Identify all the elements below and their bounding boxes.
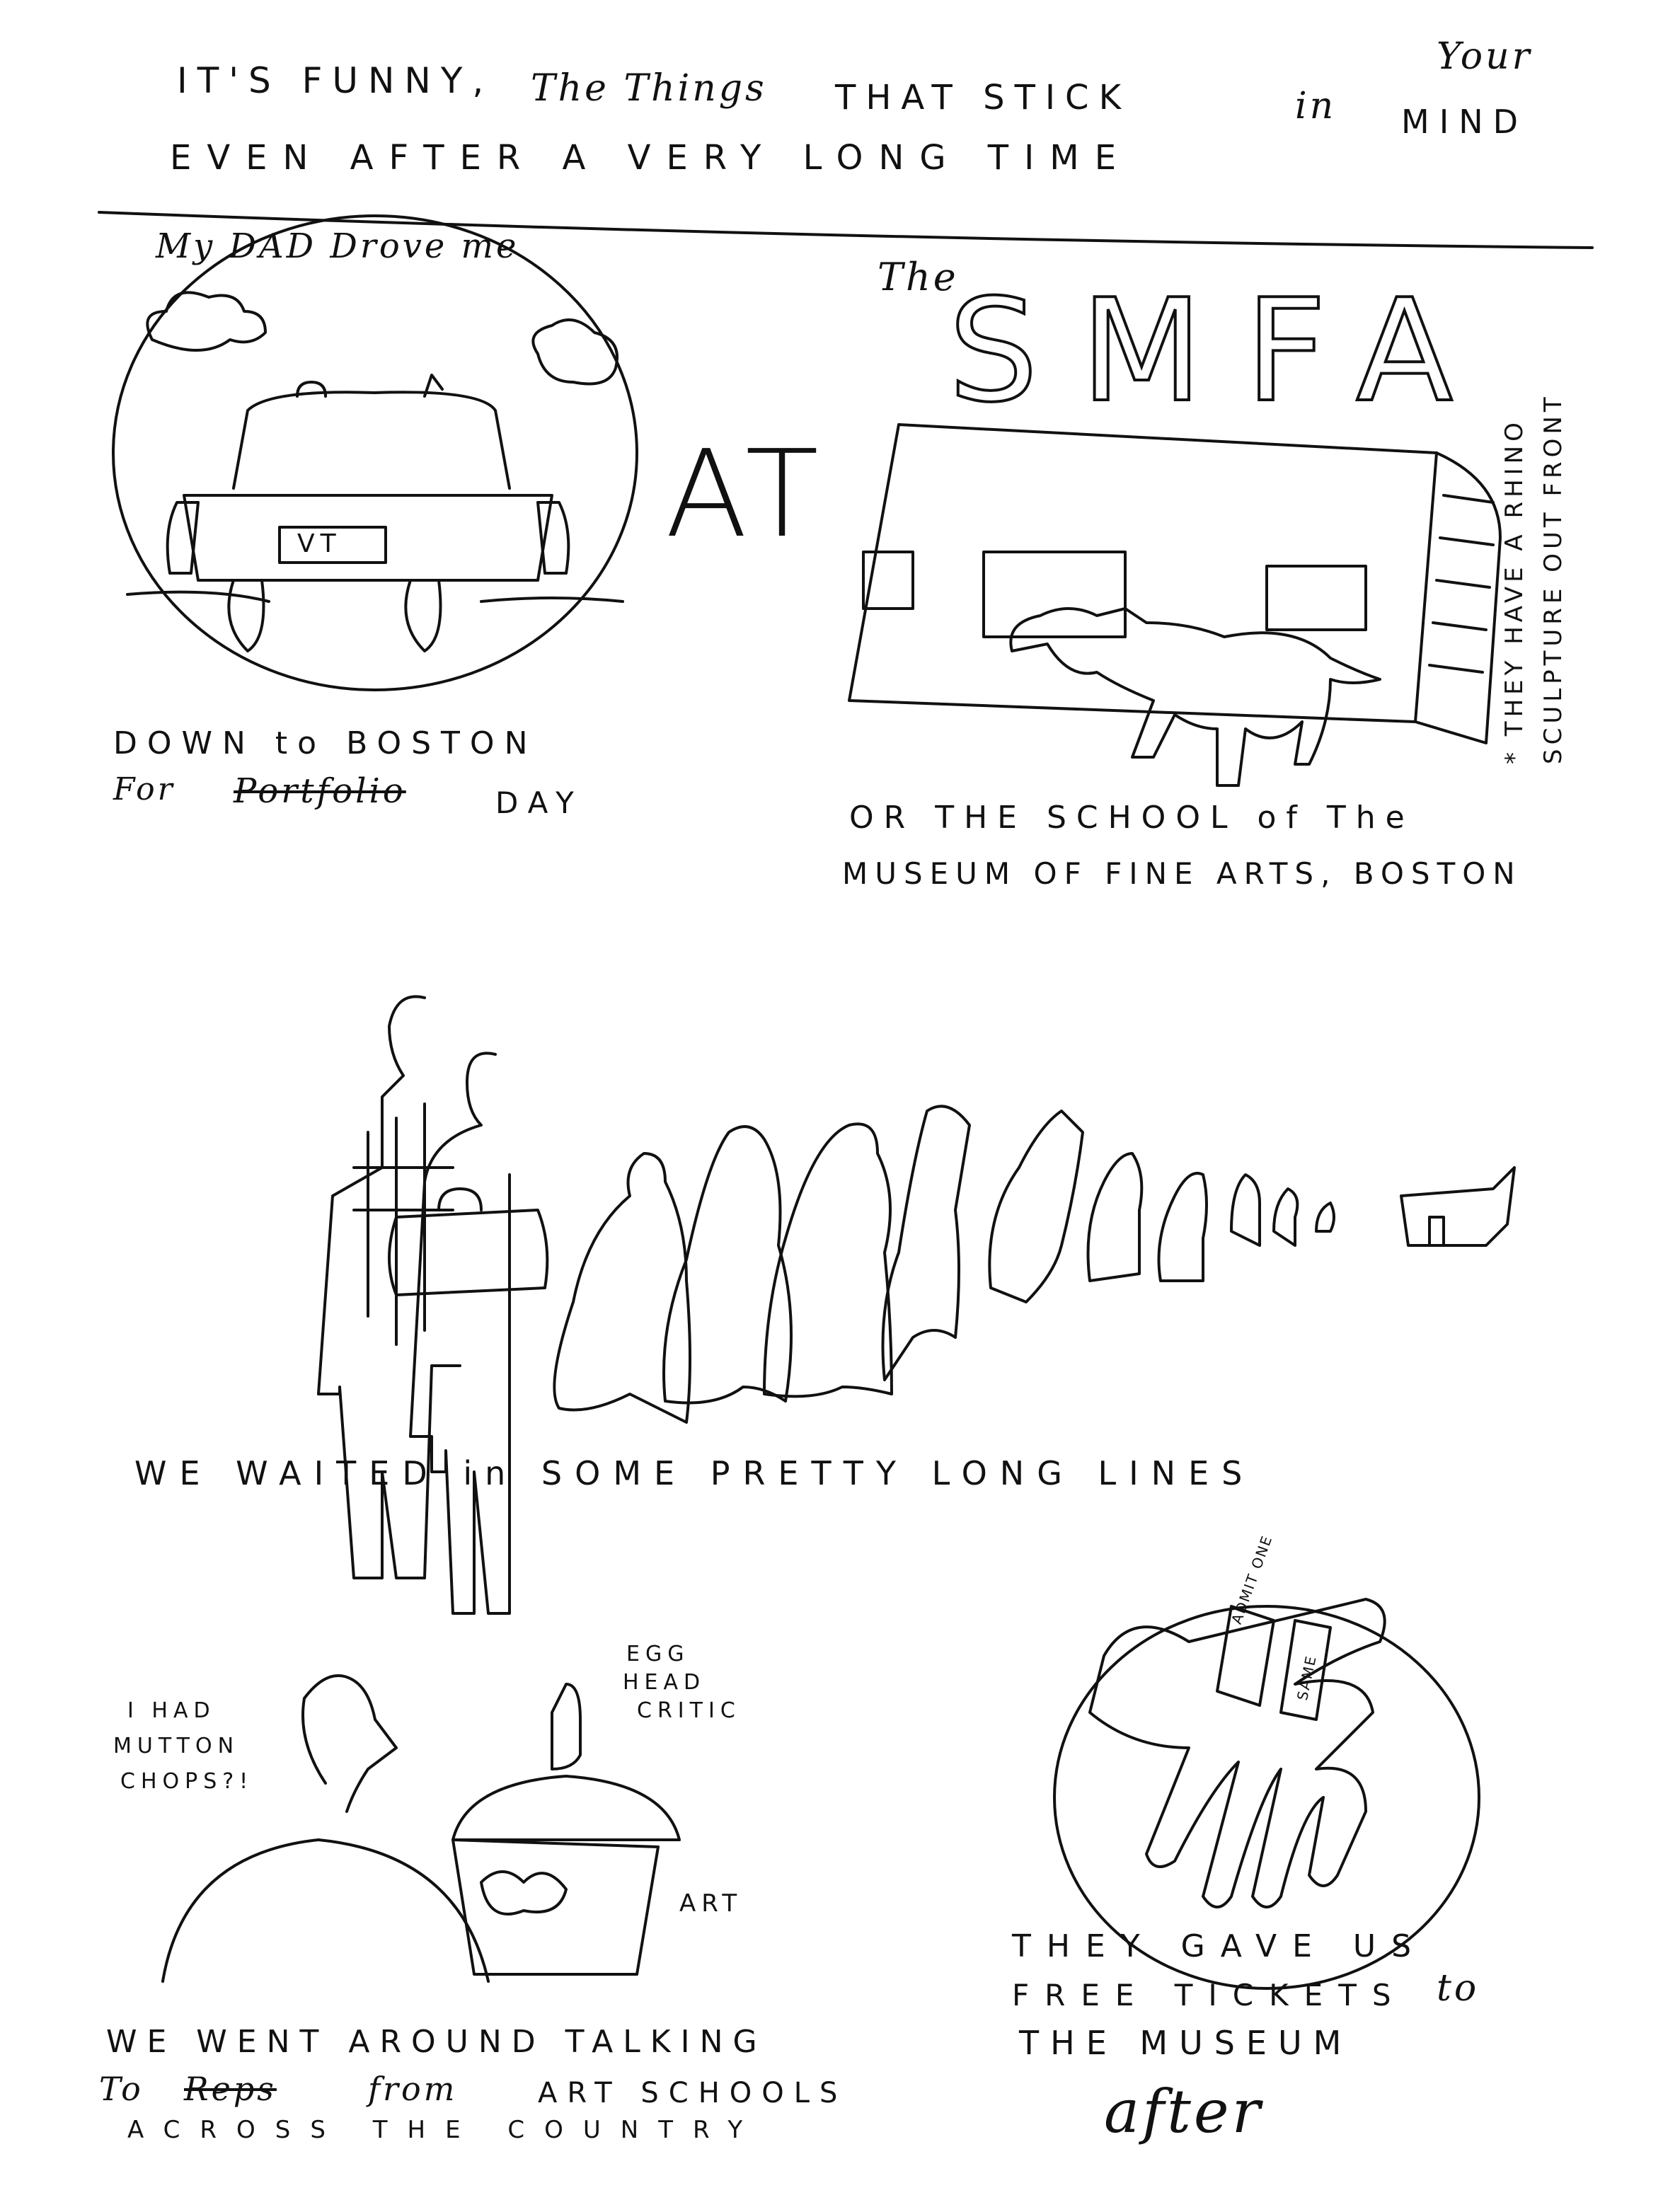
building-icon bbox=[1400, 1166, 1516, 1247]
critic-note-2: HEAD bbox=[623, 1670, 706, 1695]
art-canvas bbox=[451, 1838, 660, 1976]
waiting-figure bbox=[1086, 1152, 1144, 1282]
rhino-note-1: * THEY HAVE A RHINO bbox=[1500, 418, 1529, 764]
header-text-2: The Things bbox=[531, 67, 767, 110]
waiting-figure bbox=[988, 1110, 1084, 1303]
rhino-icon bbox=[1009, 607, 1381, 787]
mutton-note-1: I HAD bbox=[127, 1698, 216, 1723]
panel4-caption-2b: Reps bbox=[184, 2070, 277, 2108]
panel1-caption-bottom-2b: Portfolio bbox=[234, 771, 406, 811]
waiting-figure bbox=[1157, 1172, 1208, 1282]
hand-icon bbox=[1088, 1598, 1386, 1908]
building-icon bbox=[848, 423, 1502, 744]
license-plate: VT bbox=[297, 529, 342, 558]
panel1-caption-bottom-2c: DAY bbox=[495, 785, 584, 820]
cloud-icon bbox=[531, 318, 619, 386]
panel4-caption-2c: from bbox=[368, 2070, 458, 2108]
header-text-3: THAT STICK bbox=[835, 78, 1132, 117]
waiting-figure bbox=[763, 1122, 893, 1398]
ticket-icon bbox=[1216, 1605, 1275, 1707]
panel2-caption-2: MUSEUM OF FINE ARTS, BOSTON bbox=[842, 856, 1522, 891]
panel4-caption-2d: ART SCHOOLS bbox=[538, 2077, 848, 2109]
mutton-note-3: CHOPS?! bbox=[120, 1769, 254, 1794]
car-scene-frame bbox=[112, 214, 638, 691]
panel1-caption-top: My DAD Drove me bbox=[156, 226, 519, 266]
briefcase-icon bbox=[388, 1187, 549, 1296]
art-note: ART bbox=[679, 1889, 743, 1918]
waiting-figure bbox=[881, 1105, 971, 1381]
smfa-title: SMFA bbox=[947, 267, 1496, 435]
car-icon bbox=[232, 391, 511, 490]
panel5-caption-2a: FREE TICKETS bbox=[1012, 1978, 1407, 2012]
panel5-caption-3: THE MUSEUM bbox=[1019, 2024, 1353, 2062]
hand-scene-frame bbox=[1053, 1605, 1480, 1990]
panel1-caption-bottom-1: DOWN to BOSTON bbox=[113, 725, 538, 761]
hand-scene bbox=[1053, 1598, 1480, 1990]
header-text-7: EVEN AFTER A VERY LONG TIME bbox=[170, 138, 1132, 178]
rhino-note-2: SCULPTURE OUT FRONT bbox=[1539, 393, 1567, 764]
panel4-caption-2a: To bbox=[99, 2070, 144, 2108]
critic-note-1: EGG bbox=[626, 1642, 690, 1666]
person-icon bbox=[409, 1052, 511, 1615]
panel5-caption-4: after bbox=[1104, 2077, 1263, 2146]
reps-scene bbox=[161, 1674, 681, 1983]
waiting-figure bbox=[1230, 1173, 1335, 1247]
smfa-the: The bbox=[878, 255, 959, 299]
header-text-1: IT'S FUNNY, bbox=[177, 60, 494, 101]
queue-scene bbox=[317, 995, 1516, 1615]
person-icon bbox=[551, 1683, 582, 1770]
panel5-caption-1: THEY GAVE US bbox=[1012, 1928, 1427, 1964]
panel1-caption-bottom-2a: For bbox=[113, 771, 176, 807]
critic-note-3: CRITIC bbox=[637, 1698, 741, 1723]
panel5-caption-2b: to bbox=[1437, 1967, 1480, 2010]
panel2-caption-1: OR THE SCHOOL of The bbox=[849, 800, 1415, 836]
header-text-5: Your bbox=[1437, 35, 1533, 78]
at-label: AT bbox=[665, 425, 826, 565]
cloud-icon bbox=[146, 291, 267, 352]
panel4-caption-3: ACROSS THE COUNTRY bbox=[127, 2116, 763, 2144]
mutton-note-2: MUTTON bbox=[113, 1734, 240, 1758]
header-text-4: in bbox=[1295, 85, 1337, 127]
panel3-caption: WE WAITED in SOME PRETTY LONG LINES bbox=[134, 1454, 1255, 1492]
header-text-6: MIND bbox=[1401, 103, 1529, 141]
car-scene bbox=[112, 214, 638, 691]
panel4-caption-1: WE WENT AROUND TALKING bbox=[106, 2024, 767, 2060]
ticket-icon bbox=[1279, 1619, 1332, 1721]
waiting-figure bbox=[553, 1152, 691, 1424]
person-icon bbox=[301, 1674, 398, 1813]
waiting-figure bbox=[662, 1125, 793, 1405]
